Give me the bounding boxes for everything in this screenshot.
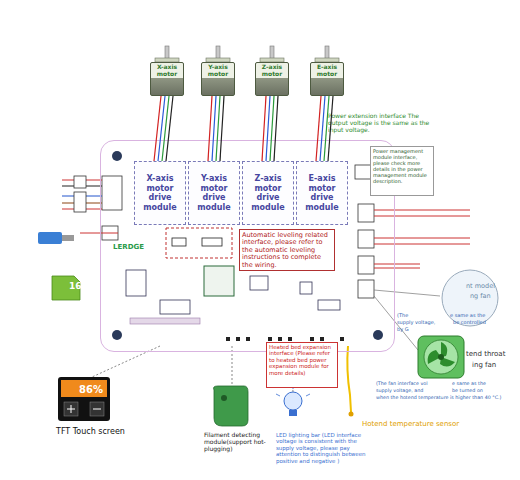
part-note: LED lighting bar (LED interface voltage … [276, 432, 376, 464]
note-box: Automatic leveling related interface, pl… [239, 229, 335, 271]
part-name: Filament detecting module(support hot-pl… [204, 431, 270, 452]
wire-strand [154, 96, 161, 161]
wire-strand [220, 96, 224, 161]
note-box: Heated bed expansion interface (Please r… [266, 342, 338, 388]
module-label: Y-axis motor drive module [194, 174, 234, 212]
motor-wire [208, 96, 224, 161]
stepper-motor: Y-axis motor [201, 62, 235, 96]
fan-note: (The [397, 313, 408, 319]
motor-wire [262, 96, 278, 161]
motor-label: E-axis motor [311, 63, 343, 77]
wire-strand [162, 96, 169, 161]
motor-label: Z-axis motor [256, 63, 288, 77]
stepper-motor: Z-axis motor [255, 62, 289, 96]
wire-strand [320, 96, 325, 161]
screen-reading: 86% [79, 384, 103, 396]
fan-note: be turned on [452, 388, 483, 394]
wire-strand [274, 96, 278, 161]
wire-strand [328, 96, 333, 161]
wire-strand [208, 96, 212, 161]
module-label: X-axis motor drive module [140, 174, 180, 212]
part-name: tend throat [466, 350, 505, 358]
wire-strand [270, 96, 274, 161]
fan-note: when the hotend temperature is higher th… [376, 395, 501, 401]
note-text: Automatic leveling related interface, pl… [242, 232, 332, 269]
capacity-label: 16 [69, 281, 82, 292]
wire-strand [212, 96, 216, 161]
wire-strand [166, 96, 173, 161]
wire-strand [216, 96, 220, 161]
module-label: Z-axis motor drive module [248, 174, 288, 212]
driver-module: X-axis motor drive module [134, 161, 186, 225]
note-text: Power management module interface, pleas… [373, 148, 431, 184]
stepper-motor: X-axis motor [150, 62, 184, 96]
driver-module: Y-axis motor drive module [188, 161, 240, 225]
power-note: Power extension interface The output vol… [328, 112, 440, 133]
pcb-details [102, 151, 383, 341]
note-box: Power management module interface, pleas… [370, 146, 434, 196]
motor-wire [316, 96, 333, 161]
part-name: TFT Touch screen [56, 427, 125, 436]
fan-note: e same as the [450, 313, 485, 319]
part-name: nt model [466, 283, 495, 291]
wire-strand [266, 96, 270, 161]
brand-label: LERDGE [113, 243, 144, 251]
wire-strand [324, 96, 329, 161]
left-wiring [38, 176, 118, 300]
motor-wire [154, 96, 173, 161]
fan-note: be controlled [453, 320, 486, 326]
fan-note: by G [397, 327, 409, 333]
right-wiring [373, 172, 498, 378]
motor-label: X-axis motor [151, 63, 183, 77]
controller-board: LERDGE X-axis motor drive module Y-axis mo… [100, 140, 395, 352]
motor-label: Y-axis motor [202, 63, 234, 77]
wire-strand [158, 96, 165, 161]
driver-module: Z-axis motor drive module [242, 161, 294, 225]
part-name: ng fan [470, 293, 491, 301]
note-text: Heated bed expansion interface (Please r… [269, 344, 335, 376]
fan-note: e same as the [452, 381, 486, 387]
wire-strand [262, 96, 266, 161]
part-name: Hotend temperature sensor [362, 420, 459, 428]
part-name: ing fan [472, 361, 496, 369]
driver-module: E-axis motor drive module [296, 161, 348, 225]
fan-note: supply voltage, and [376, 388, 423, 394]
fan-note: (The fan interface vol [376, 381, 428, 387]
fan-note: supply voltage, [397, 320, 435, 326]
stepper-motor: E-axis motor [310, 62, 344, 96]
module-label: E-axis motor drive module [302, 174, 342, 212]
motor-shafts [155, 46, 339, 62]
wire-strand [316, 96, 321, 161]
